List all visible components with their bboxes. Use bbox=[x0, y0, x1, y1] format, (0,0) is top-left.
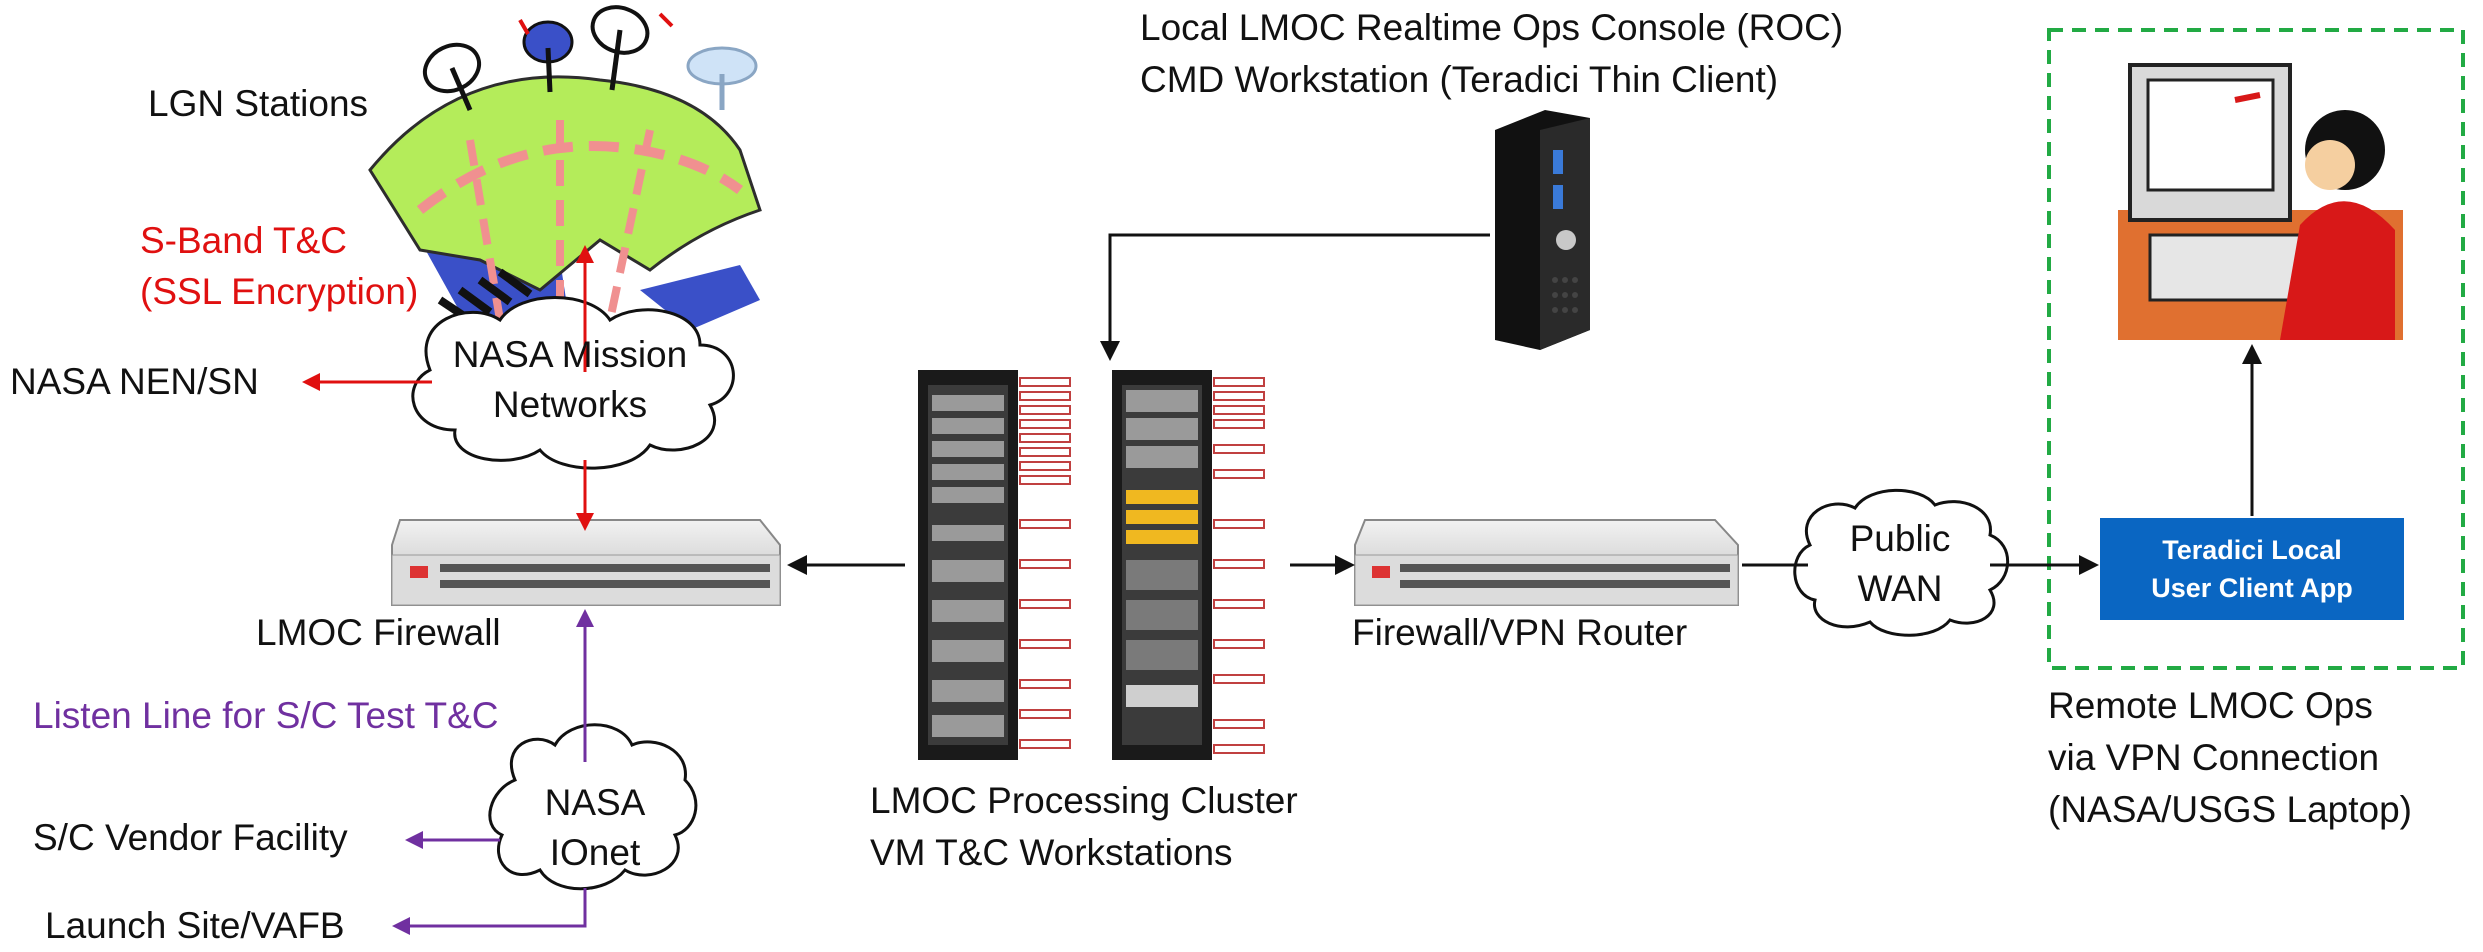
firewall-appliance-icon bbox=[391, 519, 781, 606]
nasa-nen-sn-label: NASA NEN/SN bbox=[10, 361, 259, 402]
sc-vendor-label: S/C Vendor Facility bbox=[33, 817, 348, 858]
roc-label-line2: CMD Workstation (Teradici Thin Client) bbox=[1140, 59, 1779, 100]
launch-site-label: Launch Site/VAFB bbox=[45, 905, 345, 946]
cluster-label-line2: VM T&C Workstations bbox=[870, 832, 1233, 873]
mini-pc-icon bbox=[1495, 110, 1590, 350]
lgn-stations-icon bbox=[368, 5, 762, 330]
ionet-label-line2: IOnet bbox=[549, 832, 641, 873]
cluster-label-line1: LMOC Processing Cluster bbox=[870, 780, 1298, 821]
teradici-label-line1: Teradici Local bbox=[2162, 535, 2342, 565]
nasa-ionet-cloud bbox=[488, 723, 698, 891]
sband-encryption-label: (SSL Encryption) bbox=[140, 271, 419, 312]
listen-line-label: Listen Line for S/C Test T&C bbox=[33, 695, 499, 736]
link-ionet-to-launch bbox=[392, 888, 587, 935]
public-wan-cloud bbox=[1793, 488, 2010, 637]
remote-ops-label-line1: Remote LMOC Ops bbox=[2048, 685, 2373, 726]
nasa-mission-label-line1: NASA Mission bbox=[452, 334, 688, 375]
remote-ops-boundary bbox=[2047, 28, 2465, 670]
server-rack-icon bbox=[918, 370, 1071, 760]
satellite-dish-icon bbox=[422, 42, 482, 111]
teradici-client-app-button[interactable]: Teradici Local User Client App bbox=[2100, 518, 2404, 620]
sband-label: S-Band T&C bbox=[140, 220, 348, 261]
user-workstation-icon bbox=[2118, 63, 2403, 340]
public-wan-label-line1: Public bbox=[1849, 518, 1951, 559]
server-rack-icon bbox=[1112, 370, 1265, 760]
ionet-label-line1: NASA bbox=[544, 782, 646, 823]
link-roc-to-cluster bbox=[1100, 233, 1490, 361]
teradici-label-line2: User Client App bbox=[2151, 573, 2353, 603]
nasa-mission-label-line2: Networks bbox=[492, 384, 648, 425]
remote-ops-label-line3: (NASA/USGS Laptop) bbox=[2048, 789, 2412, 830]
lmoc-firewall-label: LMOC Firewall bbox=[256, 612, 501, 653]
satellite-dish-icon bbox=[590, 5, 674, 91]
public-wan-label-line2: WAN bbox=[1857, 568, 1943, 609]
lgn-stations-label: LGN Stations bbox=[148, 83, 369, 124]
satellite-dish-icon bbox=[686, 46, 758, 110]
vpn-router-label: Firewall/VPN Router bbox=[1352, 612, 1688, 653]
remote-ops-label-line2: via VPN Connection bbox=[2048, 737, 2380, 778]
firewall-appliance-icon bbox=[1354, 519, 1739, 606]
roc-label-line1: Local LMOC Realtime Ops Console (ROC) bbox=[1140, 7, 1844, 48]
nasa-mission-cloud bbox=[411, 296, 735, 470]
satellite-dish-icon bbox=[522, 20, 574, 93]
